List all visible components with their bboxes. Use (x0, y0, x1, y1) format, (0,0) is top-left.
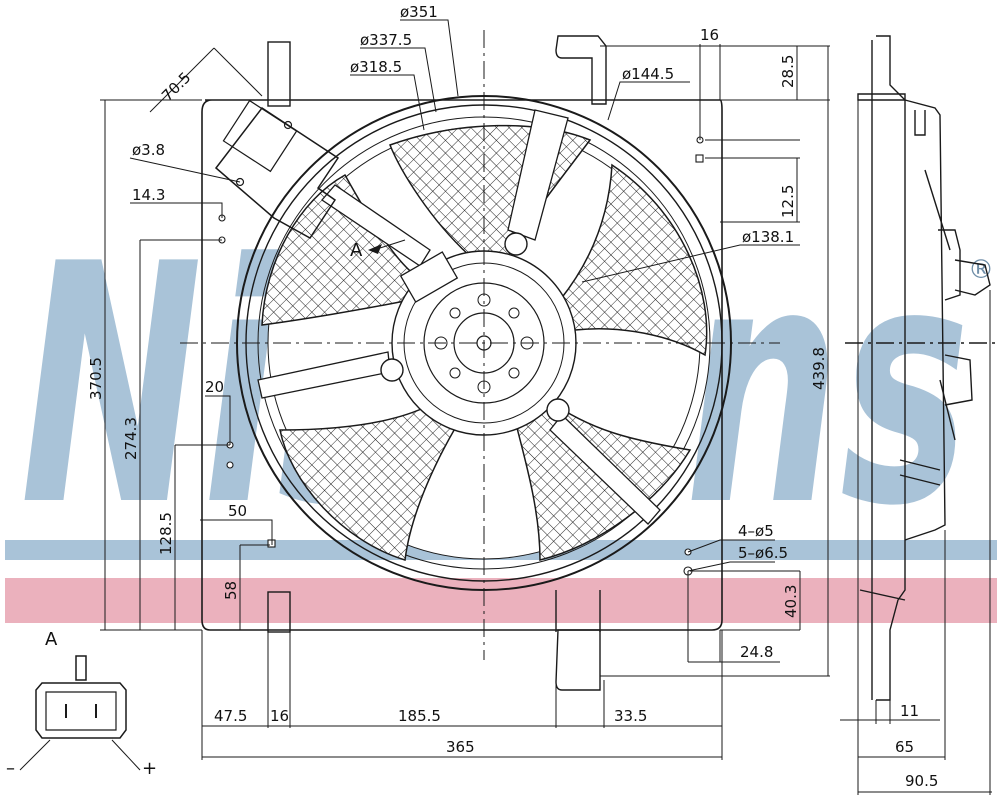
dim-185-5: 185.5 (398, 707, 441, 725)
dim-439-8: 439.8 (810, 347, 828, 390)
bracket-bottom-left (267, 591, 291, 633)
dim-50: 50 (228, 502, 247, 520)
dim-d318-5: ø318.5 (350, 58, 402, 76)
dim-274-3: 274.3 (122, 417, 140, 460)
dim-d351: ø351 (400, 3, 438, 21)
mount-boss-1 (504, 232, 528, 256)
dim-128-5: 128.5 (157, 512, 175, 555)
mount-boss-3 (546, 398, 570, 422)
dim-16-bottom: 16 (270, 707, 289, 725)
connector-housing (399, 251, 459, 303)
dim-40-3: 40.3 (782, 585, 800, 618)
dim-14-3: 14.3 (132, 186, 165, 204)
blade-2 (559, 163, 708, 357)
dim-24-8: 24.8 (740, 643, 773, 661)
connector-detail: A – + (6, 629, 157, 779)
watermark-pink-stripe (5, 578, 997, 623)
bracket-top-right (555, 35, 607, 105)
view-a-label: A (350, 240, 363, 261)
front-view: A (180, 30, 780, 691)
cable-bracket (214, 99, 340, 239)
dim-12-5: 12.5 (779, 185, 797, 218)
support-spokes (257, 109, 661, 525)
dim-370-5: 370.5 (87, 357, 105, 400)
dim-33-5: 33.5 (614, 707, 647, 725)
bracket-top-left (267, 41, 291, 107)
dim-11: 11 (900, 702, 919, 720)
bracket-bottom-right (555, 629, 601, 691)
view-a-marker: A (350, 239, 406, 261)
spoke-top (507, 109, 569, 241)
spoke-left (257, 351, 391, 399)
spoke-right (549, 414, 661, 525)
plus-terminal: + (142, 758, 157, 779)
dim-d3-8: ø3.8 (132, 141, 165, 159)
frame-outline (201, 99, 723, 631)
spoke-upper-left (321, 184, 431, 267)
dimension-lines (100, 19, 992, 795)
center-lines (180, 30, 780, 660)
dim-d144-5: ø144.5 (622, 65, 674, 83)
dim-90-5: 90.5 (905, 772, 938, 790)
dim-28-5: 28.5 (779, 55, 797, 88)
dim-4-d5: 4–ø5 (738, 522, 774, 540)
dim-16-top: 16 (700, 26, 719, 44)
dim-d337-5: ø337.5 (360, 31, 412, 49)
detail-a-label: A (45, 629, 58, 650)
dim-20: 20 (205, 378, 224, 396)
dim-47-5: 47.5 (214, 707, 247, 725)
dim-5-d6-5: 5–ø6.5 (738, 544, 788, 562)
registered-mark: ® (968, 255, 994, 285)
dim-365: 365 (446, 738, 475, 756)
dimension-labels: ø351 ø337.5 ø318.5 ø144.5 ø138.1 ø3.8 70… (87, 3, 938, 790)
dim-58: 58 (222, 581, 240, 600)
mount-boss-2 (380, 358, 404, 382)
minus-terminal: – (6, 758, 15, 779)
dim-70-5: 70.5 (158, 68, 194, 104)
dim-d138-1: ø138.1 (742, 228, 794, 246)
side-view (845, 35, 1000, 701)
blade-4 (279, 404, 462, 561)
dim-65: 65 (895, 738, 914, 756)
